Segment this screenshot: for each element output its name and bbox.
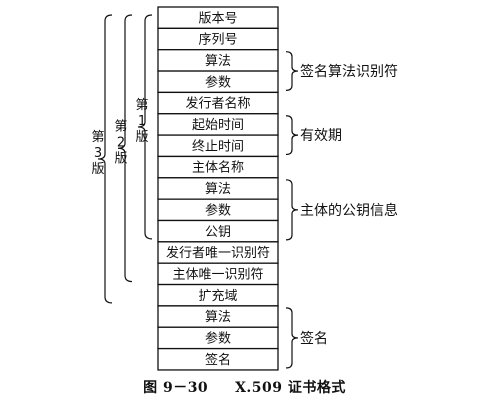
field-label: 算法 [205,54,231,69]
field-row: 序列号 [157,27,279,51]
group-label: 签名算法识别符 [300,63,398,80]
version-brace [137,14,153,240]
field-row: 扩充域 [157,283,279,307]
version-brace [117,14,133,283]
field-row: 算法 [157,305,279,328]
field-label: 主体唯一识别符 [172,266,263,282]
field-row: 发行者唯一识别符 [157,241,279,264]
version-label-char: 第 [91,130,104,145]
figure-number: 图 9－30 [143,380,209,396]
field-label: 发行者唯一识别符 [166,245,270,261]
field-row: 签名 [157,347,279,371]
field-table: 版本号序列号算法参数发行者名称起始时间终止时间主体名称算法参数公钥发行者唯一识别… [157,6,279,371]
field-label: 扩充域 [198,288,237,304]
field-label: 参数 [205,331,231,347]
figure-caption: 图 9－30 X.509 证书格式 [0,377,489,397]
group-brace [285,179,299,241]
version-label-char: 第 [114,119,127,134]
version-label-char: 版 [114,151,127,166]
field-row: 主体唯一识别符 [157,262,279,286]
group-label: 主体的公钥信息 [300,202,398,219]
field-label: 算法 [205,182,231,197]
field-row: 公钥 [157,219,279,243]
group-label: 签名 [300,330,328,347]
group-brace [285,51,299,91]
field-row: 主体名称 [157,155,279,179]
version-label-char: 1 [138,114,146,129]
field-row: 终止时间 [157,134,279,158]
group-brace [285,115,299,156]
field-label: 公钥 [205,225,231,240]
field-label: 终止时间 [192,138,244,154]
field-row: 参数 [157,198,279,222]
field-label: 版本号 [198,11,237,26]
field-label: 签名 [205,352,231,368]
field-label: 发行者名称 [185,96,250,112]
field-row: 起始时间 [157,113,279,136]
field-label: 参数 [205,202,231,218]
version-label-char: 版 [91,162,104,177]
version-brace [97,14,113,304]
field-row: 算法 [157,49,279,72]
field-row: 参数 [157,70,279,94]
field-label: 算法 [205,310,231,325]
field-label: 起始时间 [192,118,244,133]
version-label-char: 2 [117,135,125,150]
field-row: 发行者名称 [157,91,279,115]
field-label: 主体名称 [192,160,244,176]
group-brace [285,307,299,369]
group-label: 有效期 [300,128,342,144]
field-cell [157,347,279,371]
field-row: 版本号 [157,6,279,30]
field-label: 序列号 [198,33,237,48]
field-row: 参数 [157,326,279,350]
field-row: 算法 [157,177,279,200]
version-label-char: 版 [135,130,148,145]
field-label: 参数 [205,74,231,90]
version-label-char: 3 [94,146,102,161]
figure-title: X.509 证书格式 [235,380,346,396]
version-label-char: 第 [135,98,148,113]
